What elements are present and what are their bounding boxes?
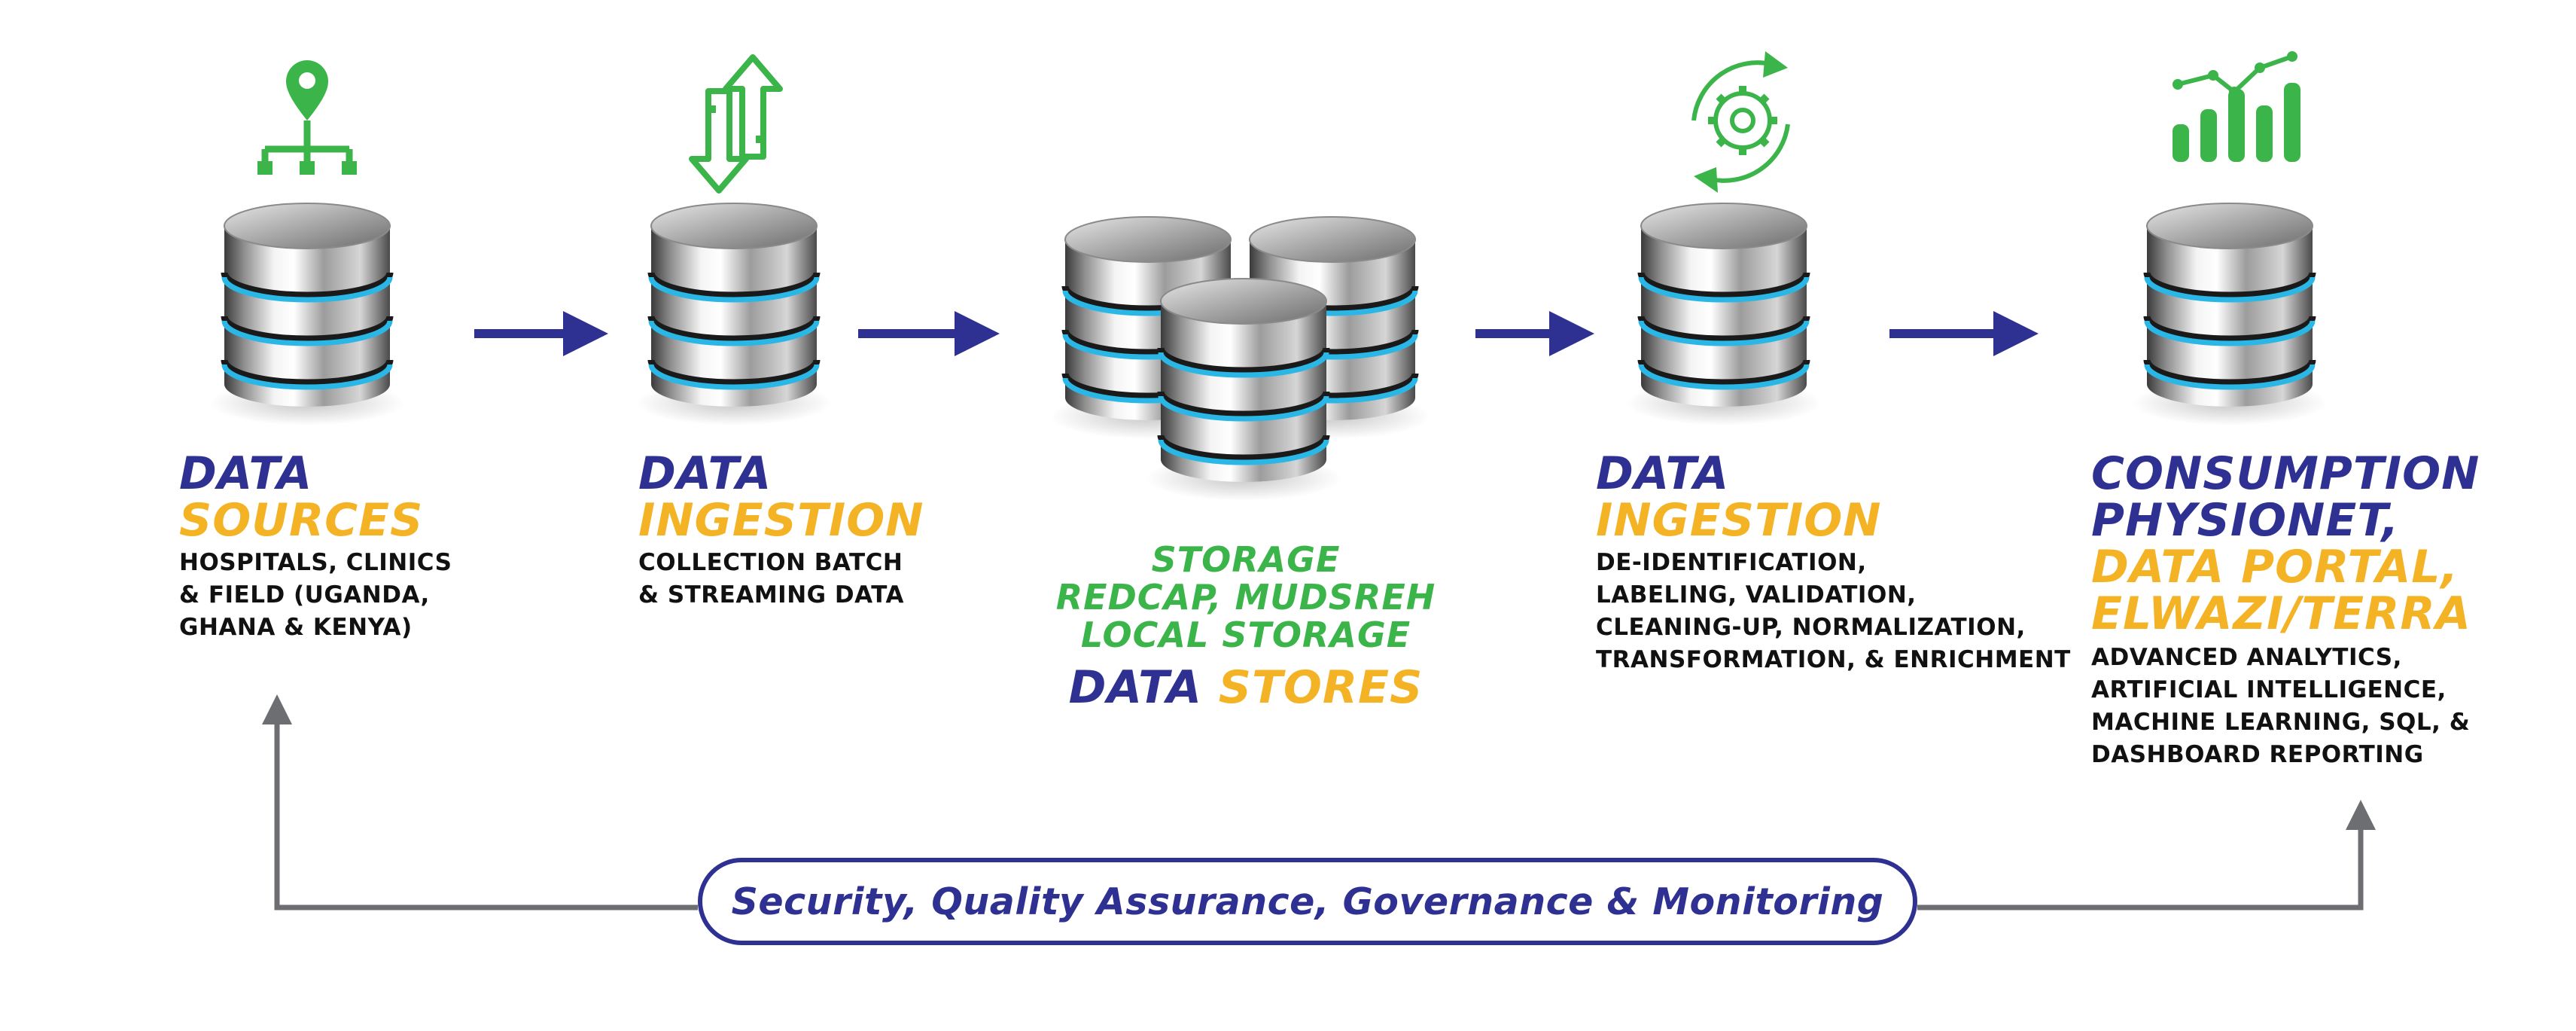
stage-description: DE-IDENTIFICATION, LABELING, VALIDATION,… (1596, 549, 2071, 673)
storage-list: STORAGE REDCAP, MUDSREH LOCAL STORAGE (1055, 539, 1436, 655)
stage-title: DATA (179, 447, 313, 500)
arrow-right-icon (858, 311, 1000, 356)
location-hierarchy-icon (257, 60, 357, 175)
database-ingestion-2 (1626, 203, 1822, 426)
stage-description: COLLECTION BATCH & STREAMING DATA (638, 549, 904, 609)
governance-banner: Security, Quality Assurance, Governance … (698, 858, 1917, 945)
stage-description: ADVANCED ANALYTICS, ARTIFICIAL INTELLIGE… (2091, 644, 2471, 768)
arrow-right-icon (1889, 311, 2039, 356)
stage-heading: DATA STORES (1024, 664, 1468, 711)
stage-subtitle: DATA PORTAL, ELWAZI/TERRA (2091, 541, 2471, 640)
stage-data-ingestion-2: DATA INGESTION DE-IDENTIFICATION, LABELI… (1596, 450, 2071, 676)
stage-title: DATA (638, 447, 772, 500)
stage-data-stores: STORAGE REDCAP, MUDSREH LOCAL STORAGE DA… (1024, 541, 1468, 711)
stage-data-sources: DATA SOURCES HOSPITALS, CLINICS & FIELD … (179, 450, 452, 644)
stage-data-ingestion-1: DATA INGESTION COLLECTION BATCH & STREAM… (638, 450, 924, 612)
stage-title: CONSUMPTION PHYSIONET, (2091, 447, 2480, 547)
stage-title: DATA (1596, 447, 1730, 500)
arrow-right-icon (474, 311, 608, 356)
feedback-connector (262, 694, 2376, 911)
stage-subtitle: SOURCES (179, 494, 424, 547)
stage-title: DATA (1068, 661, 1202, 714)
flow-arrows (474, 311, 2039, 356)
database-ingestion-1 (636, 203, 832, 426)
stage-subtitle: STORES (1218, 661, 1423, 714)
arrow-right-icon (1475, 311, 1594, 356)
stage-subtitle: INGESTION (638, 494, 924, 547)
database-consumption (2132, 203, 2328, 426)
stage-consumption: CONSUMPTION PHYSIONET, DATA PORTAL, ELWA… (2091, 450, 2480, 771)
stage-description: HOSPITALS, CLINICS & FIELD (UGANDA, GHAN… (179, 549, 452, 641)
arrow-up-icon (2346, 800, 2376, 830)
governance-label: Security, Quality Assurance, Governance … (731, 880, 1884, 923)
bar-chart-trend-icon (2173, 51, 2300, 162)
arrow-up-icon (262, 694, 292, 724)
stage-subtitle: INGESTION (1596, 494, 1882, 547)
gear-cycle-icon (1691, 51, 1790, 193)
database-store-front (1146, 279, 1341, 501)
database-sources (209, 203, 405, 426)
up-down-arrows-icon (689, 54, 783, 194)
